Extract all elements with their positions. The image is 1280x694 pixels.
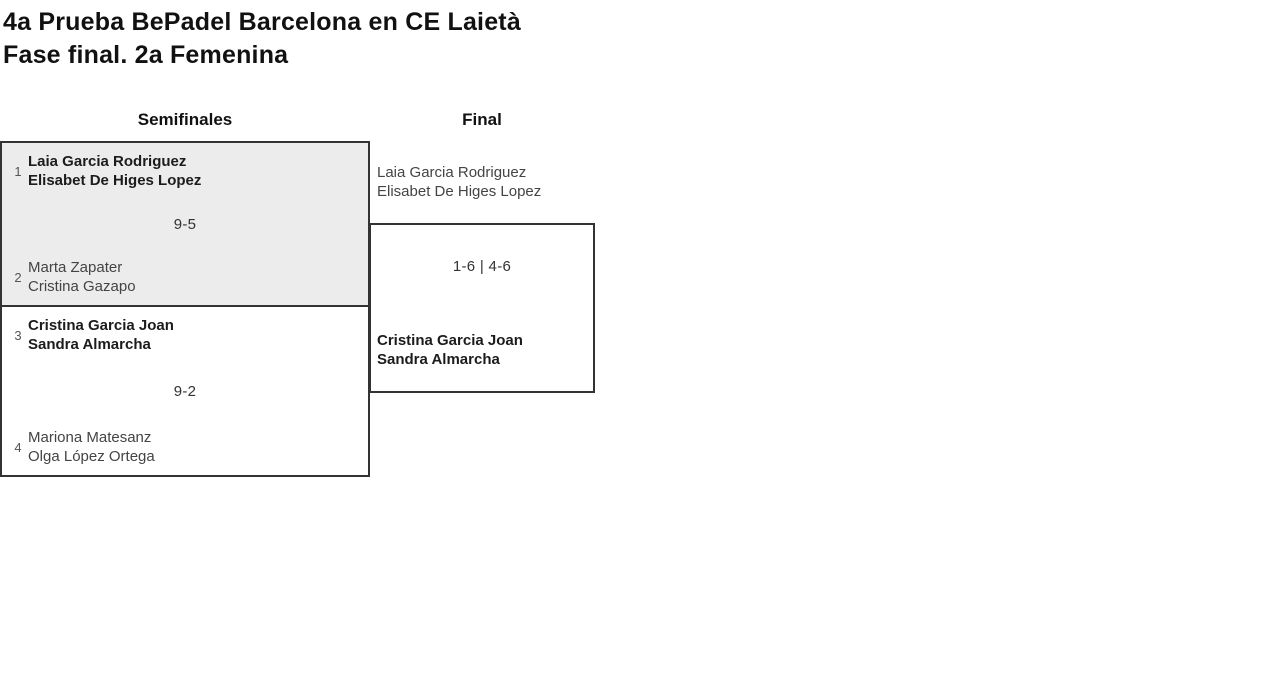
- semifinal-1-team-2: 2 Marta Zapater Cristina Gazapo: [8, 258, 362, 296]
- player-name: Olga López Ortega: [28, 448, 155, 465]
- semifinal-2-team-2: 4 Mariona Matesanz Olga López Ortega: [8, 428, 362, 466]
- final-team-2: Cristina Garcia Joan Sandra Almarcha: [377, 331, 523, 369]
- seed-number: 4: [14, 439, 22, 455]
- player-name: Laia Garcia Rodriguez: [377, 164, 527, 181]
- semifinal-2-score: 9-2: [173, 382, 197, 400]
- page-title: 4a Prueba BePadel Barcelona en CE Laietà…: [3, 6, 521, 72]
- team-names: Laia Garcia Rodriguez Elisabet De Higes …: [28, 152, 201, 190]
- team-names: Marta Zapater Cristina Gazapo: [28, 258, 136, 296]
- player-name: Laia Garcia Rodriguez: [28, 153, 187, 170]
- player-name: Mariona Matesanz: [28, 429, 152, 446]
- semifinal-2-match-box[interactable]: 3 Cristina Garcia Joan Sandra Almarcha 9…: [0, 305, 370, 477]
- player-name: Elisabet De Higes Lopez: [377, 183, 542, 200]
- round-header-semifinals: Semifinales: [137, 110, 233, 129]
- player-name: Cristina Gazapo: [28, 278, 136, 295]
- team-names: Mariona Matesanz Olga López Ortega: [28, 428, 155, 466]
- player-name: Cristina Garcia Joan: [377, 332, 523, 349]
- tournament-title: 4a Prueba BePadel Barcelona en CE Laietà: [3, 8, 521, 36]
- semifinal-1-match-box[interactable]: 1 Laia Garcia Rodriguez Elisabet De Hige…: [0, 141, 370, 307]
- seed-number: 1: [14, 163, 22, 179]
- player-name: Sandra Almarcha: [28, 336, 151, 353]
- semifinal-1-score: 9-5: [173, 215, 197, 233]
- semifinal-2-team-1: 3 Cristina Garcia Joan Sandra Almarcha: [8, 316, 362, 354]
- final-match-box[interactable]: 1-6 | 4-6 Cristina Garcia Joan Sandra Al…: [369, 223, 595, 393]
- seed-number: 3: [14, 327, 22, 343]
- team-names: Cristina Garcia Joan Sandra Almarcha: [28, 316, 174, 354]
- player-name: Cristina Garcia Joan: [28, 317, 174, 334]
- final-score: 1-6 | 4-6: [452, 258, 512, 275]
- player-name: Marta Zapater: [28, 259, 123, 276]
- round-header-final: Final: [462, 110, 502, 129]
- player-name: Sandra Almarcha: [377, 351, 500, 368]
- semifinal-1-team-1: 1 Laia Garcia Rodriguez Elisabet De Hige…: [8, 152, 362, 190]
- phase-subtitle: Fase final. 2a Femenina: [3, 41, 289, 69]
- final-team-1: Laia Garcia Rodriguez Elisabet De Higes …: [377, 163, 541, 201]
- player-name: Elisabet De Higes Lopez: [28, 172, 202, 189]
- seed-number: 2: [14, 269, 22, 285]
